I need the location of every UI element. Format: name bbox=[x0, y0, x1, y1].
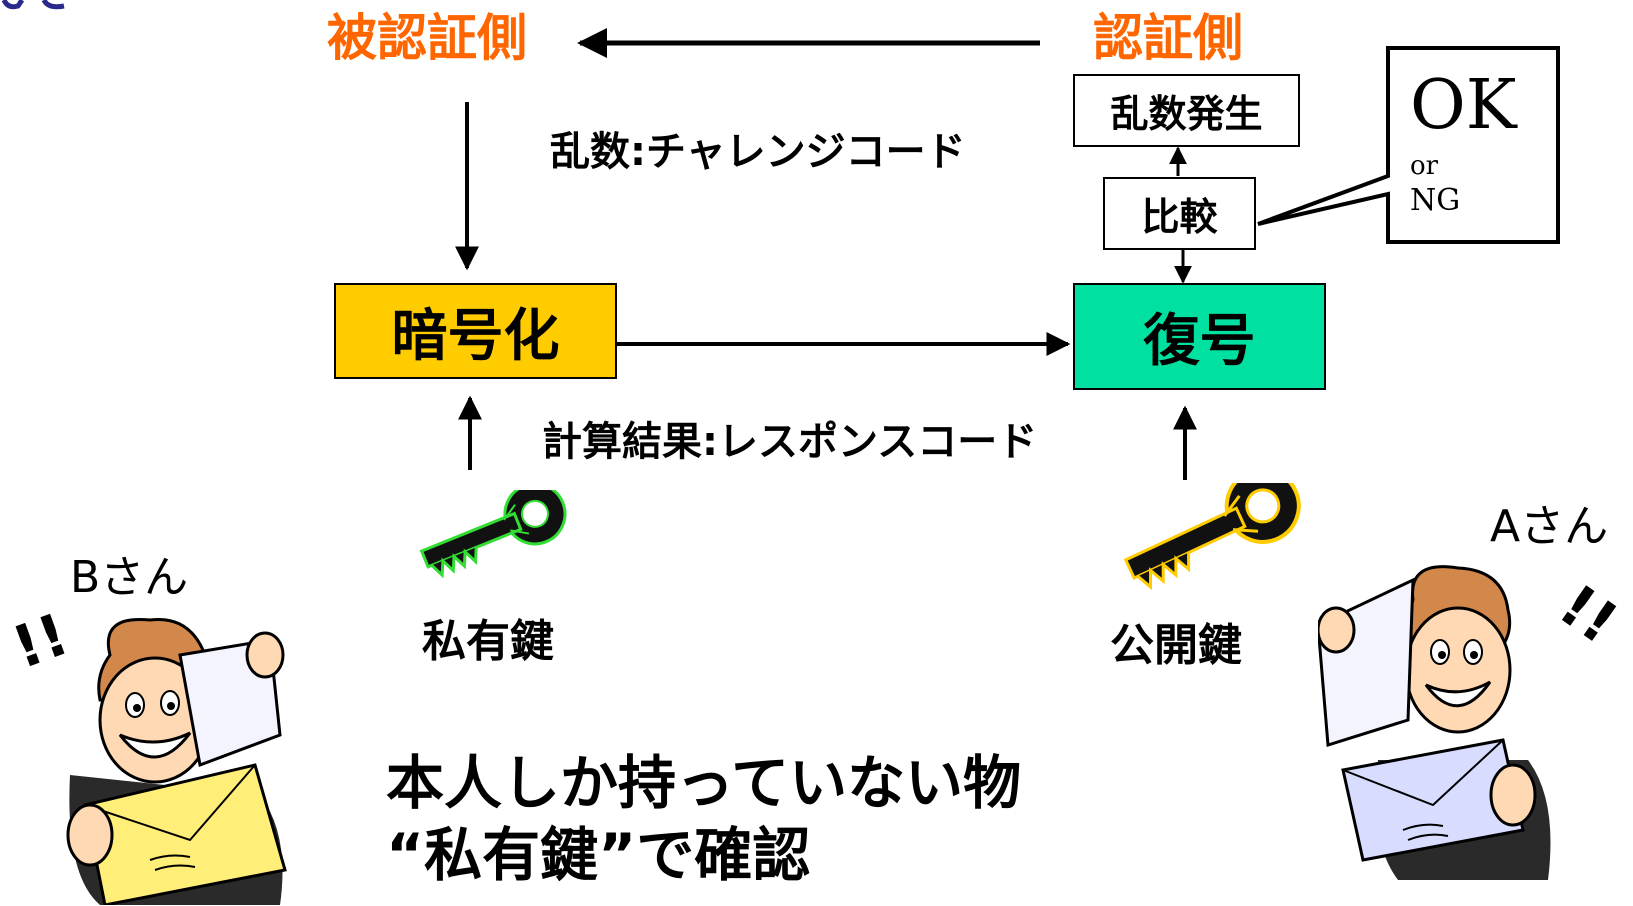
person-b-label: Bさん bbox=[70, 552, 189, 603]
message-line-1: 本人しか持っていない物 bbox=[386, 749, 1022, 817]
response-label: 計算結果:レスポンスコード bbox=[542, 419, 1038, 465]
private-key-label: 私有鍵 bbox=[422, 616, 554, 667]
verifier-side-label: 認証側 bbox=[1093, 9, 1243, 67]
message-line-2: “私有鍵”で確認 bbox=[386, 821, 811, 889]
public-key-icon bbox=[1123, 483, 1301, 591]
result-ok-label: OK bbox=[1410, 66, 1517, 145]
encrypt-box: 暗号化 bbox=[334, 283, 617, 379]
encrypt-label: 暗号化 bbox=[391, 303, 560, 369]
private-key-icon bbox=[419, 490, 567, 579]
compare-label: 比較 bbox=[1141, 195, 1218, 239]
public-key-label: 公開鍵 bbox=[1110, 620, 1242, 671]
person-a-icon bbox=[1318, 565, 1551, 880]
person-a-label: Aさん bbox=[1490, 501, 1609, 552]
prover-side-label: 被認証側 bbox=[327, 9, 527, 67]
result-or-label: or bbox=[1410, 151, 1439, 181]
logo-fragment-icon bbox=[1, 0, 65, 10]
result-callout-shape bbox=[1257, 46, 1560, 244]
compare-box: 比較 bbox=[1103, 177, 1256, 250]
challenge-label: 乱数:チャレンジコード bbox=[550, 129, 966, 175]
result-ng-label: NG bbox=[1410, 183, 1461, 218]
decrypt-box: 復号 bbox=[1073, 283, 1326, 390]
person-b-icon bbox=[66, 617, 287, 905]
random-gen-label: 乱数発生 bbox=[1110, 92, 1263, 136]
random-gen-box: 乱数発生 bbox=[1073, 74, 1300, 147]
decrypt-label: 復号 bbox=[1143, 309, 1256, 374]
